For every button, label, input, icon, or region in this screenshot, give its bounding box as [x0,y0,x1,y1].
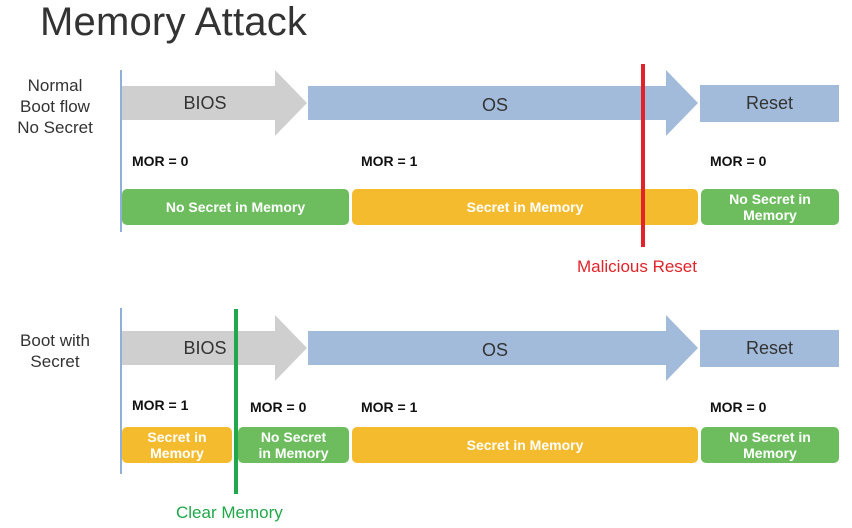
memory-state-bar: No Secret in Memory [701,427,839,463]
os-label: OS [481,340,508,360]
bios-arrow [122,70,307,136]
mor-value: MOR = 1 [361,153,418,169]
mor-value: MOR = 0 [710,399,767,415]
malicious-reset-label: Malicious Reset [577,257,697,276]
memory-state-bar: No Secret in Memory [238,427,349,463]
bios-label: BIOS [183,338,227,358]
os-label: OS [481,95,508,115]
reset-box [700,330,839,367]
mor-value: MOR = 0 [250,399,307,415]
os-arrow [308,70,698,136]
reset-label: Reset [745,338,794,358]
row-axis [120,70,122,232]
clear-memory-label: Clear Memory [176,503,283,522]
memory-state-bar: No Secret in Memory [701,189,839,225]
memory-state-bar: No Secret in Memory [122,189,349,225]
mor-value: MOR = 1 [132,397,189,413]
mor-value: MOR = 0 [132,153,189,169]
mor-value: MOR = 1 [361,399,418,415]
bios-arrow [122,315,307,381]
mor-value: MOR = 0 [710,153,767,169]
reset-box [700,85,839,122]
reset-label: Reset [745,93,794,113]
clear-memory-line [234,309,238,494]
memory-state-bar: Secret in Memory [122,427,232,463]
memory-state-bar: Secret in Memory [352,427,698,463]
os-arrow [308,315,698,381]
page-title: Memory Attack [40,0,308,44]
row-label-boot-with-secret: Boot with Secret [20,331,90,371]
memory-state-bar: Secret in Memory [352,189,698,225]
row-label-normal-boot: Normal Boot flow No Secret [17,76,93,137]
malicious-reset-line [641,64,645,247]
row-axis [120,308,122,474]
bios-label: BIOS [183,93,227,113]
